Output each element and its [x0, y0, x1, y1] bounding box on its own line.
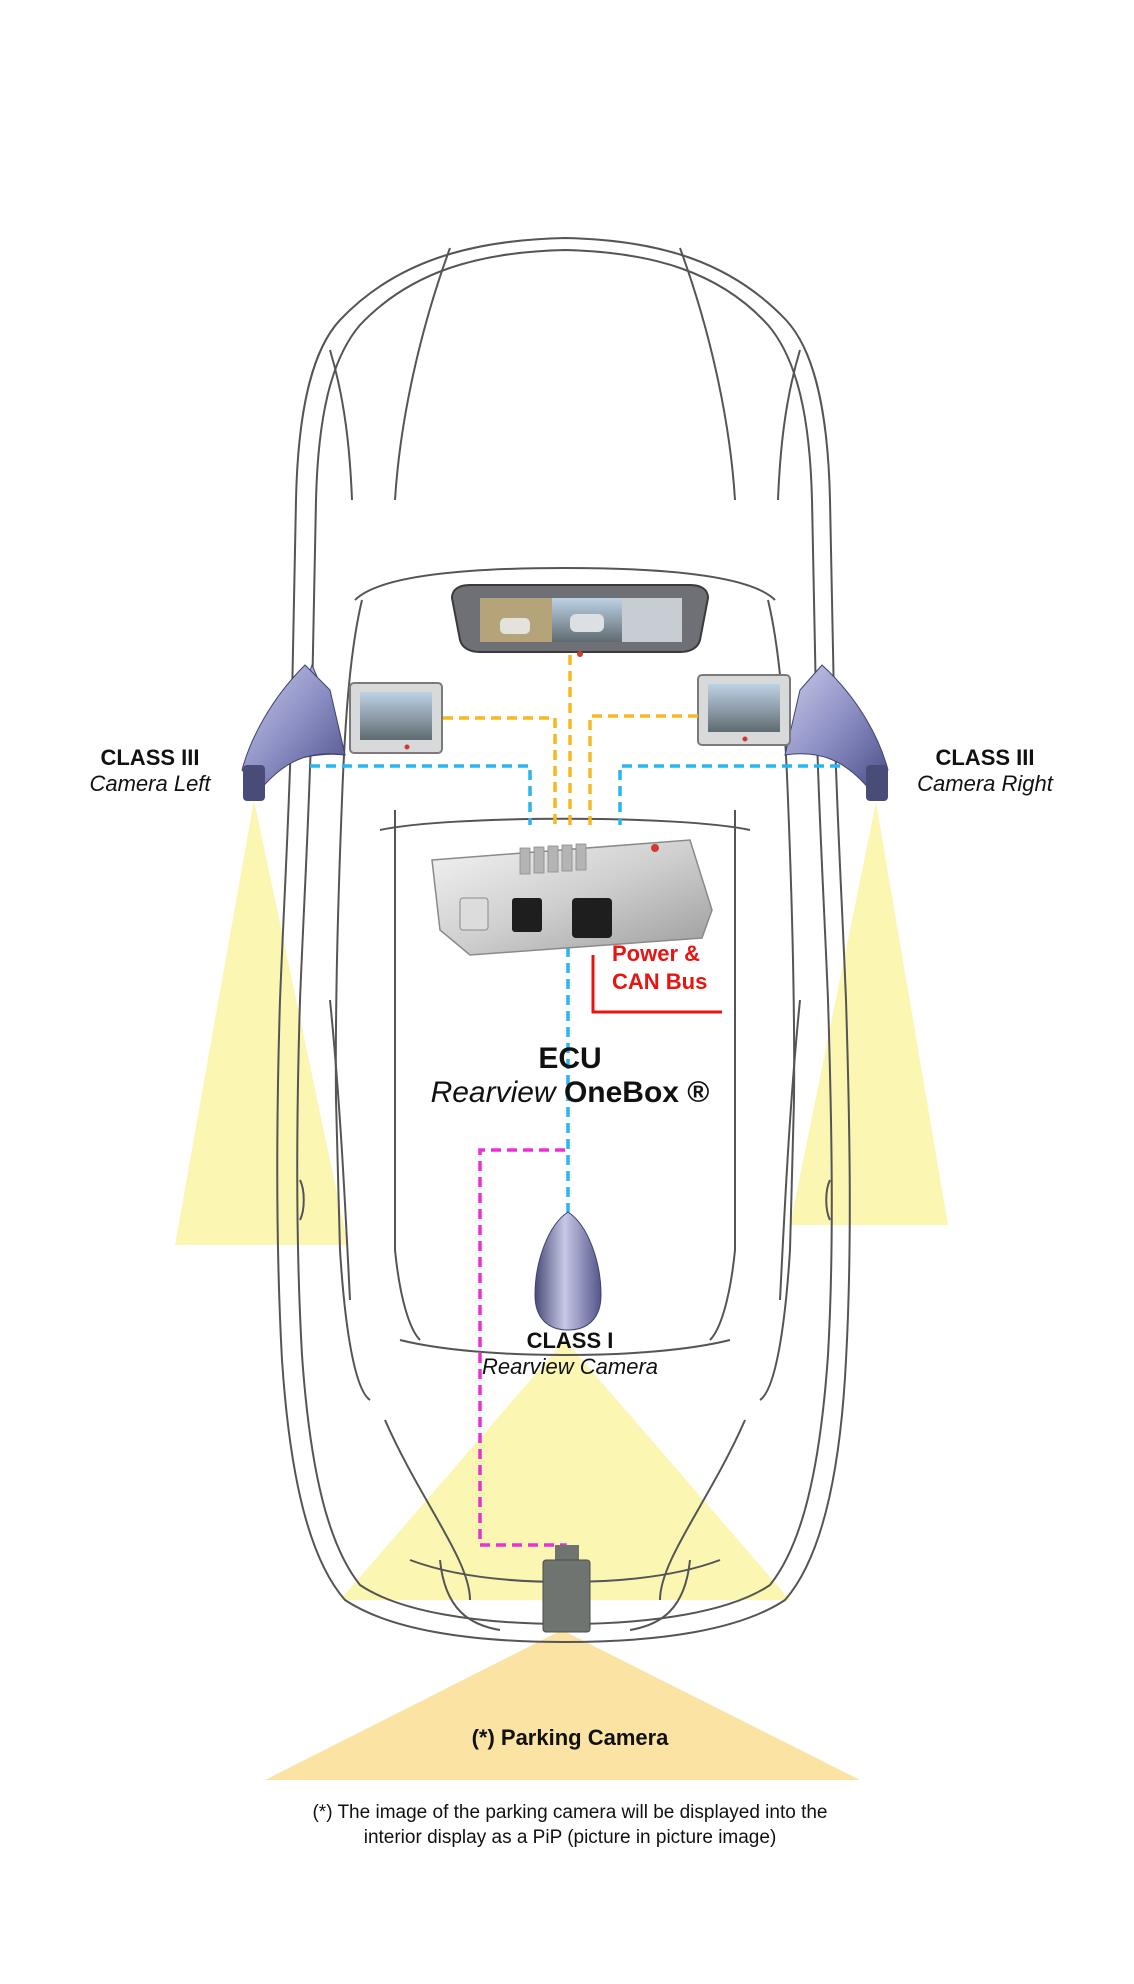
- class3-left-label: CLASS III Camera Left: [60, 745, 240, 797]
- class3-right-label: CLASS III Camera Right: [895, 745, 1075, 797]
- left-camera-fov: [175, 800, 348, 1245]
- left-interior-display: [349, 682, 443, 754]
- class3-left-subtitle: Camera Left: [89, 771, 211, 796]
- video-links: [443, 655, 698, 825]
- parking-camera-fov: [265, 1630, 860, 1780]
- footnote-line1: (*) The image of the parking camera will…: [312, 1802, 828, 1823]
- class1-subtitle: Rearview Camera: [481, 1354, 659, 1379]
- class3-right-subtitle: Camera Right: [917, 771, 1053, 796]
- right-interior-display: [697, 674, 791, 746]
- power-can-bus-line: [591, 955, 722, 1014]
- interior-mirror-display: [450, 584, 710, 657]
- footnote-line2: interior display as a PiP (picture in pi…: [363, 1827, 777, 1848]
- ecu-subtitle: Rearview OneBox ®: [400, 1076, 740, 1110]
- power-can-line1: Power &: [612, 941, 701, 966]
- parking-camera-label: (*) Parking Camera: [471, 1725, 669, 1750]
- ecu-label: ECU Rearview OneBox ®: [400, 1042, 740, 1110]
- ecu-subtitle-bold: OneBox ®: [563, 1076, 710, 1109]
- parking-camera: [542, 1545, 591, 1633]
- rearview-camera: [534, 1211, 602, 1331]
- ecu-title: ECU: [538, 1042, 602, 1075]
- ecu-subtitle-italic: Rearview: [430, 1076, 556, 1109]
- right-camera-lens: [866, 765, 888, 801]
- left-camera-lens: [243, 765, 265, 801]
- class3-left-title: CLASS III: [100, 745, 200, 770]
- footnote: (*) The image of the parking camera will…: [230, 1800, 910, 1850]
- right-camera-fov: [790, 802, 948, 1225]
- class3-right-title: CLASS III: [935, 745, 1035, 770]
- power-can-line2: CAN Bus: [612, 969, 708, 994]
- rearview-camera-fov: [340, 1340, 790, 1600]
- class1-title: CLASS I: [526, 1328, 614, 1353]
- ecu-onebox: [431, 839, 713, 956]
- power-can-label: Power & CAN Bus: [612, 940, 707, 996]
- class1-label: CLASS I Rearview Camera: [460, 1328, 680, 1380]
- camera-links: [310, 764, 840, 1220]
- parking-camera-link: [478, 1148, 567, 1562]
